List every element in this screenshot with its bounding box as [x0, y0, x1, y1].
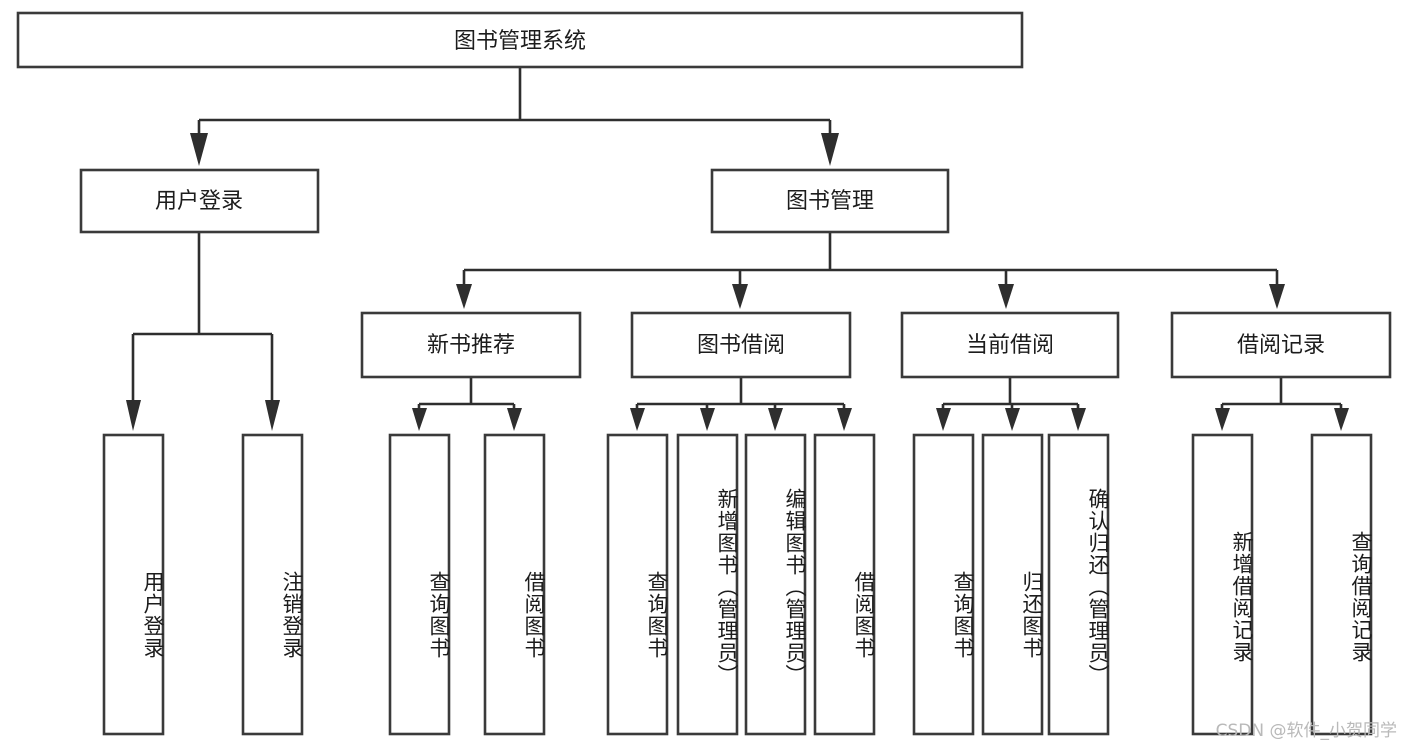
node-label-book-borrow: 图书借阅: [697, 333, 785, 358]
node-user-login[interactable]: 用户登录: [79, 168, 320, 234]
node-box-root[interactable]: [16, 11, 1024, 69]
arrow-head-leaf-borrow-book-1: [507, 408, 522, 431]
arrow-head-current-borrow: [998, 284, 1014, 309]
arrow-head-leaf-query-book-2: [630, 408, 645, 431]
node-box-new-book-recommend[interactable]: [360, 311, 582, 379]
node-current-borrow[interactable]: 当前借阅: [900, 311, 1120, 379]
arrow-head-new-book-recommend: [456, 284, 472, 309]
connector-group-borrow-record-to-leaves: [1215, 377, 1349, 431]
arrow-head-leaf-logout: [265, 400, 280, 431]
node-root[interactable]: 图书管理系统: [16, 11, 1024, 69]
node-box-leaf-logout[interactable]: [241, 433, 304, 736]
node-box-leaf-user-login[interactable]: [102, 433, 165, 736]
node-box-leaf-return-book[interactable]: [981, 433, 1044, 736]
arrow-head-book-borrow: [732, 284, 748, 309]
node-label-current-borrow: 当前借阅: [966, 333, 1054, 358]
node-box-leaf-add-book-admin[interactable]: [676, 433, 739, 736]
node-box-leaf-edit-book-admin[interactable]: [744, 433, 807, 736]
node-box-book-borrow[interactable]: [630, 311, 852, 379]
node-box-leaf-query-book-1[interactable]: [388, 433, 451, 736]
csdn-watermark: CSDN @软件_小贺同学: [1215, 721, 1397, 741]
node-box-leaf-query-book-2[interactable]: [606, 433, 669, 736]
arrow-head-leaf-borrow-book-2: [837, 408, 852, 431]
node-box-borrow-record[interactable]: [1170, 311, 1392, 379]
node-new-book-recommend[interactable]: 新书推荐: [360, 311, 582, 379]
connector-group-user-login-to-leaves: [126, 232, 280, 431]
node-box-leaf-query-book-3[interactable]: [912, 433, 975, 736]
arrow-head-borrow-record: [1269, 284, 1285, 309]
arrow-head-leaf-confirm-return-admin: [1071, 408, 1086, 431]
node-box-leaf-add-borrow-record[interactable]: [1191, 433, 1254, 736]
arrow-head-leaf-add-book-admin: [700, 408, 715, 431]
node-label-book-manage: 图书管理: [786, 189, 874, 214]
connector-group-book-manage-to-level3: [456, 232, 1285, 309]
connector-group-new-book-recommend-to-leaves: [412, 377, 522, 431]
connector-group-book-borrow-to-leaves: [630, 377, 852, 431]
arrow-head-leaf-add-borrow-record: [1215, 408, 1230, 431]
node-box-leaf-borrow-book-1[interactable]: [483, 433, 546, 736]
node-book-borrow[interactable]: 图书借阅: [630, 311, 852, 379]
arrow-head-leaf-user-login: [126, 400, 141, 431]
arrow-head-user-login: [190, 133, 208, 166]
arrow-head-leaf-query-book-3: [936, 408, 951, 431]
node-label-borrow-record: 借阅记录: [1237, 333, 1325, 358]
node-label-new-book-recommend: 新书推荐: [427, 333, 515, 358]
connector-group-current-borrow-to-leaves: [936, 377, 1086, 431]
arrow-head-book-manage: [821, 133, 839, 166]
connector-group-root-to-level2: [190, 67, 839, 166]
arrow-head-leaf-return-book: [1005, 408, 1020, 431]
node-box-leaf-query-borrow-record[interactable]: [1310, 433, 1373, 736]
node-label-user-login: 用户登录: [155, 189, 243, 214]
node-label-root: 图书管理系统: [454, 29, 586, 54]
node-box-book-manage[interactable]: [710, 168, 950, 234]
node-borrow-record[interactable]: 借阅记录: [1170, 311, 1392, 379]
leaf-box-group: [102, 433, 1373, 736]
arrow-head-leaf-query-borrow-record: [1334, 408, 1349, 431]
node-box-user-login[interactable]: [79, 168, 320, 234]
node-box-leaf-confirm-return-admin[interactable]: [1047, 433, 1110, 736]
node-box-current-borrow[interactable]: [900, 311, 1120, 379]
arrow-head-leaf-query-book-1: [412, 408, 427, 431]
node-book-manage[interactable]: 图书管理: [710, 168, 950, 234]
node-box-leaf-borrow-book-2[interactable]: [813, 433, 876, 736]
arrow-head-leaf-edit-book-admin: [768, 408, 783, 431]
